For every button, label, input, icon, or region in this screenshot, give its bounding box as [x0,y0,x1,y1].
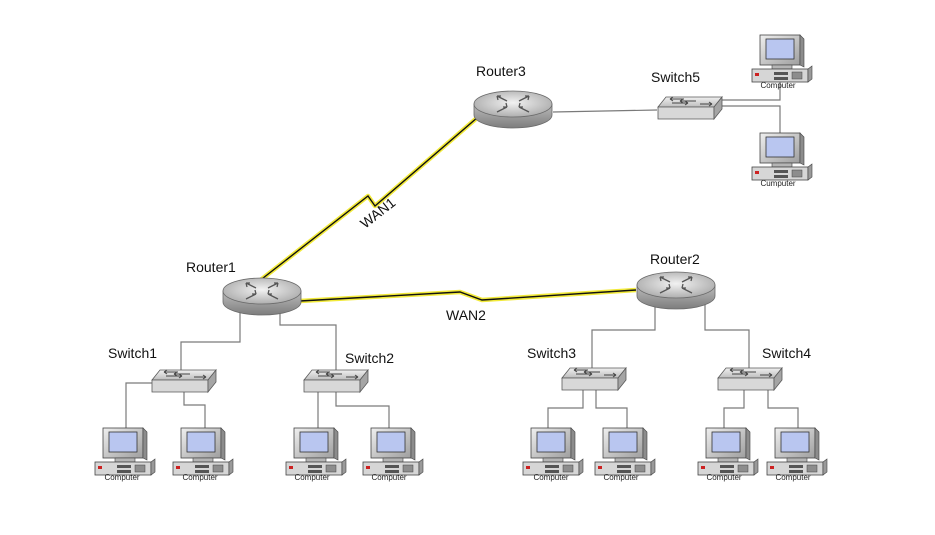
wan-link-2 [299,287,637,304]
link-router1-switch2 [279,312,337,372]
link-switch3-pc1 [547,390,584,432]
link-switch5-pc-top [720,79,781,101]
router1-label: Router1 [186,259,236,275]
lan-links [125,79,799,432]
computer-switch4-a: Computer [697,427,759,482]
computer-switch4-b: Computer [766,427,828,482]
switch5-icon [657,96,723,120]
computer-icon [751,34,813,83]
switch3-icon [561,367,627,391]
computer-icon [594,427,656,476]
router1-icon [222,277,302,316]
computer-label: Cumputer [760,179,795,188]
computer-icon [766,427,828,476]
link-switch5-pc-bottom [720,105,781,136]
computer-label: Computer [182,473,217,482]
wan-link-1 [256,115,480,284]
computer-label: Computer [104,473,139,482]
computer-switch1-b: Computer [172,427,234,482]
computer-label: Computer [760,81,795,90]
computer-icon [362,427,424,476]
switch1-icon [151,369,217,393]
computer-icon [697,427,759,476]
link-switch4-pc2 [767,390,799,432]
link-router1-switch1 [180,312,241,372]
link-router3-switch5 [552,109,658,113]
link-switch1-pc1 [125,382,160,432]
computer-label: Computer [294,473,329,482]
switch2-icon [303,369,369,393]
switch1-label: Switch1 [108,345,157,361]
computer-switch3-a: Computer [522,427,584,482]
switch3-label: Switch3 [527,345,576,361]
computer-label: Computer [706,473,741,482]
switch4-icon [717,367,783,391]
link-switch4-pc1 [723,390,745,432]
computer-icon [285,427,347,476]
switch5-label: Switch5 [651,69,700,85]
computer-icon [94,427,156,476]
router2-icon [636,271,716,310]
computer-switch1-a: Computer [94,427,156,482]
computer-label: Computer [533,473,568,482]
computer-switch5-top: Computer [751,34,813,90]
computer-switch2-a: Computer [285,427,347,482]
router3-label: Router3 [476,63,526,79]
link-switch2-pc2 [335,392,390,432]
computer-label: Computer [775,473,810,482]
wan2-label: WAN2 [446,307,486,323]
computer-switch3-b: Computer [594,427,656,482]
link-switch1-pc2 [183,392,206,432]
router2-label: Router2 [650,251,700,267]
computer-switch2-b: Computer [362,427,424,482]
link-router2-switch4 [704,302,750,369]
switch4-label: Switch4 [762,345,811,361]
computer-label: Computer [603,473,638,482]
router3-icon [473,90,553,129]
computer-icon [172,427,234,476]
computer-icon [751,132,813,181]
computer-switch5-bottom: Cumputer [751,132,813,188]
computer-icon [522,427,584,476]
switch2-label: Switch2 [345,350,394,366]
link-router2-switch3 [591,302,656,369]
computer-label: Computer [371,473,406,482]
link-switch3-pc2 [595,390,628,432]
